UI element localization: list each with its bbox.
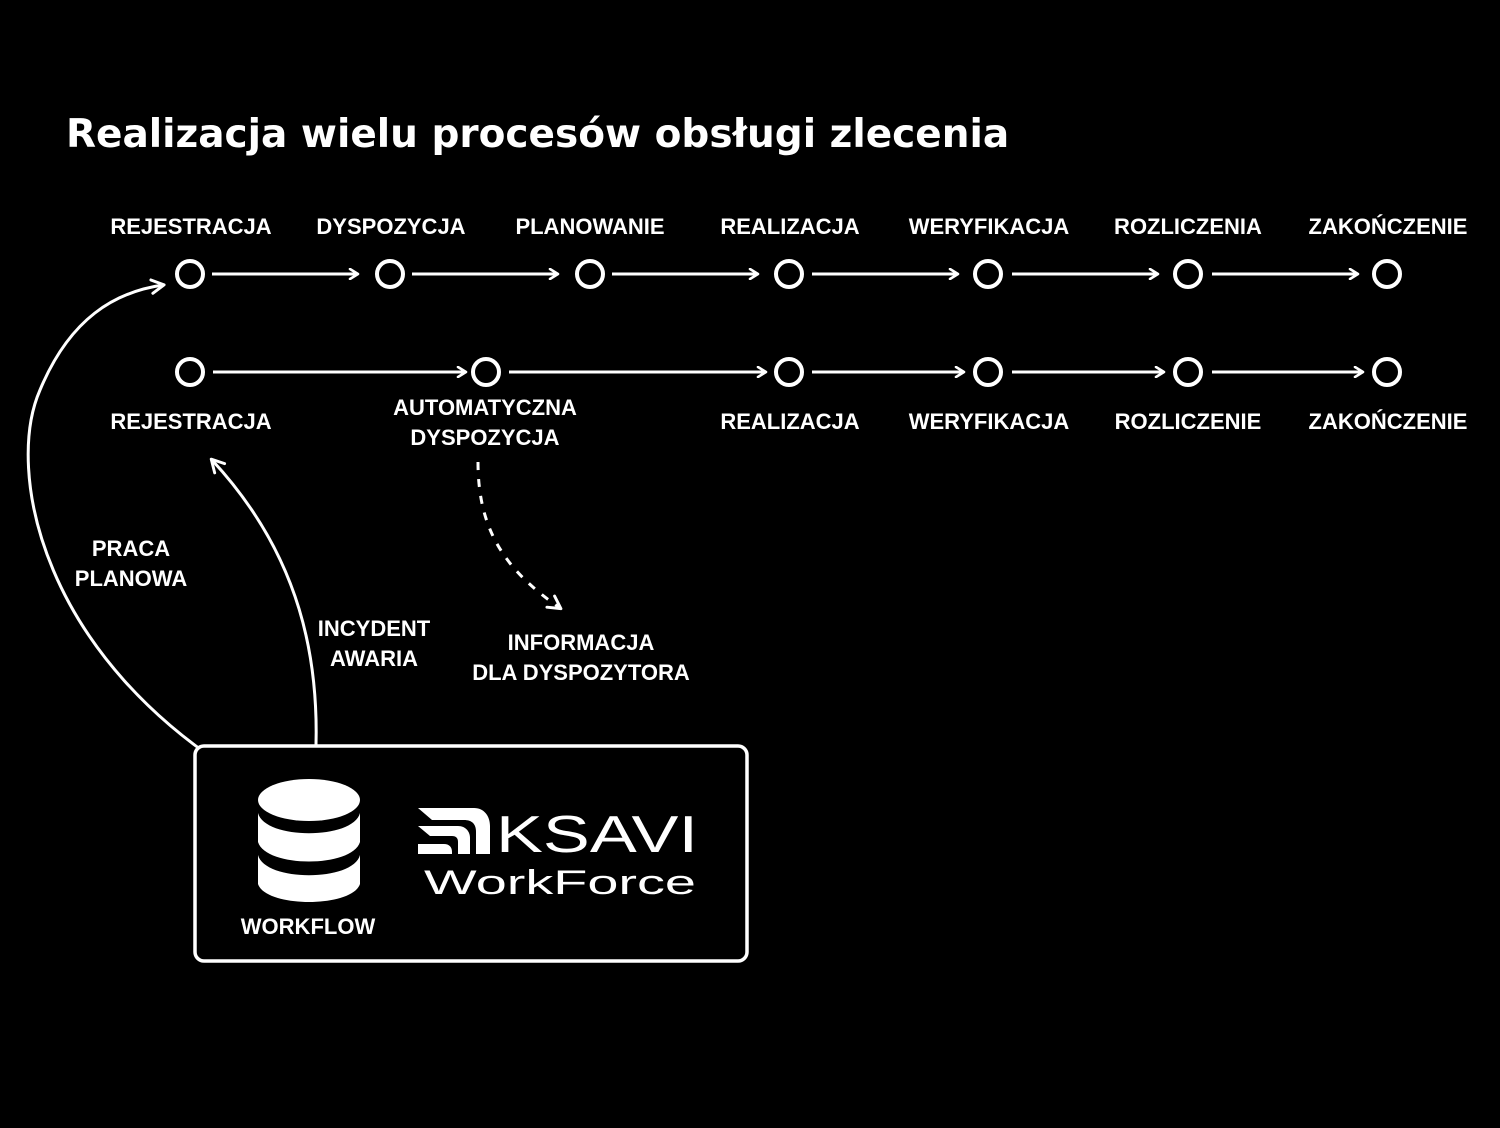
incident-label: INCYDENT AWARIA [317,616,431,671]
top-node-5 [973,259,1003,289]
bottom-node-1 [175,357,205,387]
dispatcher-info-label: INFORMACJA DLA DYSPOZYTORA [472,630,690,685]
top-step-1-label: REJESTRACJA [110,214,272,239]
top-node-4 [774,259,804,289]
top-step-6-label: ROZLICZENIA [1114,214,1262,239]
bottom-node-4 [973,357,1003,387]
bottom-step-4-label: WERYFIKACJA [908,409,1070,434]
top-node-2 [375,259,405,289]
bottom-step-3-label: REALIZACJA [720,409,860,434]
logo-top-text: KSAVI [496,808,698,864]
ksavi-logo: KSAVI WorkForce [418,808,698,900]
bottom-node-2 [471,357,501,387]
top-step-4-label: REALIZACJA [720,214,860,239]
workflow-label: WORKFLOW [240,914,376,939]
bottom-process-row [175,357,1402,387]
bottom-node-3 [774,357,804,387]
bottom-node-6 [1372,357,1402,387]
top-step-5-label: WERYFIKACJA [908,214,1070,239]
page-title: Realizacja wielu procesów obsługi zlecen… [66,112,1010,157]
bottom-step-6-label: ZAKOŃCZENIE [1308,409,1468,434]
top-node-7 [1372,259,1402,289]
top-node-3 [575,259,605,289]
dispatcher-info-arrow [476,461,563,611]
top-node-6 [1173,259,1203,289]
bottom-step-5-label: ROZLICZENIE [1114,409,1262,434]
bottom-step-1-label: REJESTRACJA [110,409,272,434]
planned-work-arrow [26,278,253,785]
top-step-7-label: ZAKOŃCZENIE [1308,214,1468,239]
bottom-node-5 [1173,357,1203,387]
top-process-row [175,259,1402,289]
top-step-3-label: PLANOWANIE [515,214,665,239]
logo-bottom-text: WorkForce [424,864,696,900]
incident-arrow [209,457,318,769]
planned-work-label: PRACA PLANOWA [74,536,188,591]
database-icon [258,779,360,902]
ksavi-swoosh-icon [418,808,490,854]
top-node-1 [175,259,205,289]
bottom-step-2-label: AUTOMATYCZNA DYSPOZYCJA [393,395,577,450]
top-step-2-label: DYSPOZYCJA [316,214,466,239]
